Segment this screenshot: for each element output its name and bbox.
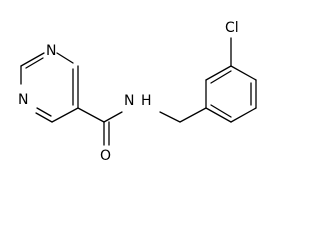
bond: [205, 107, 232, 123]
atom-label-oxygen: O: [100, 148, 111, 164]
bond: [51, 107, 79, 123]
bond: [25, 57, 44, 69]
bond: [230, 107, 257, 123]
atom-label-amide-n: N: [124, 93, 134, 109]
bond: [36, 107, 52, 117]
bond: [20, 52, 45, 67]
bond: [77, 107, 105, 123]
amide-group: [77, 107, 181, 146]
bond: [159, 111, 181, 123]
bond: [103, 111, 123, 123]
bond: [210, 104, 232, 118]
bond: [210, 70, 232, 84]
atom-label-chlorine: Cl: [225, 20, 239, 36]
bond: [56, 52, 74, 64]
bond: [179, 107, 207, 123]
pyrazine-ring: [20, 52, 79, 123]
chlorophenyl-ring: [179, 37, 257, 123]
molecule-diagram: N N O N H Cl: [18, 20, 257, 164]
bond: [205, 65, 232, 81]
atom-label-n-lower: N: [18, 92, 28, 108]
bond: [230, 65, 257, 81]
bond: [35, 112, 53, 123]
atom-label-n-upper: N: [46, 43, 56, 59]
atom-label-amide-h: H: [141, 93, 152, 109]
